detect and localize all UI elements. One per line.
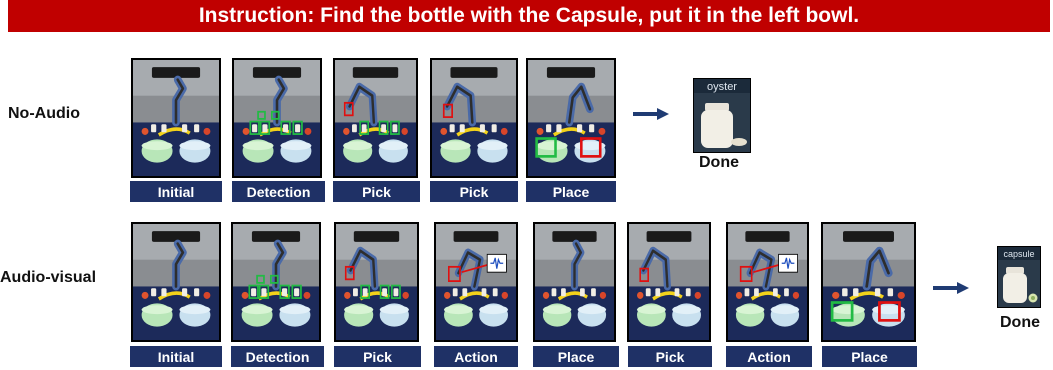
robot-scene-photo xyxy=(535,224,614,340)
robot-scene-photo xyxy=(133,224,219,340)
frame-no-audio-place xyxy=(526,58,616,178)
frame-av-place-2 xyxy=(821,222,916,342)
frame-av-detection xyxy=(231,222,321,342)
step-tag: Action xyxy=(726,346,812,367)
step-tag: Initial xyxy=(130,181,222,202)
right-arrow-icon xyxy=(933,281,969,295)
frame-av-place-1 xyxy=(533,222,616,342)
step-tag: Pick xyxy=(430,181,518,202)
step-tag: Place xyxy=(526,181,616,202)
frame-av-action-1 xyxy=(434,222,518,342)
step-tag: Action xyxy=(434,346,518,367)
frame-no-audio-pick-2 xyxy=(430,58,518,178)
robot-scene-photo xyxy=(629,224,709,340)
result-image-capsule: capsule xyxy=(997,246,1041,308)
frame-no-audio-pick-1 xyxy=(333,58,418,178)
step-tag: Detection xyxy=(231,346,324,367)
right-arrow-icon xyxy=(633,107,669,121)
row-label-no-audio: No-Audio xyxy=(8,105,80,123)
frame-no-audio-detection xyxy=(232,58,322,178)
done-label: Done xyxy=(1000,314,1040,332)
row-label-audio-visual: Audio-visual xyxy=(0,269,96,287)
robot-scene-photo xyxy=(233,224,319,340)
robot-scene-photo xyxy=(432,60,516,176)
step-tag: Pick xyxy=(333,181,420,202)
robot-scene-photo xyxy=(823,224,914,340)
instruction-text: Instruction: Find the bottle with the Ca… xyxy=(199,4,859,28)
frame-no-audio-initial xyxy=(131,58,221,178)
robot-scene-photo xyxy=(336,224,417,340)
step-tag: Initial xyxy=(130,346,222,367)
step-tag: Place xyxy=(533,346,619,367)
step-tag: Pick xyxy=(628,346,712,367)
result-image-oyster: oyster xyxy=(693,78,751,153)
instruction-banner: Instruction: Find the bottle with the Ca… xyxy=(8,0,1050,32)
frame-av-pick-2 xyxy=(627,222,711,342)
done-label: Done xyxy=(699,154,739,172)
robot-scene-photo xyxy=(133,60,219,176)
robot-scene-photo xyxy=(528,60,614,176)
robot-scene-photo xyxy=(436,224,516,340)
frame-av-action-2 xyxy=(726,222,809,342)
step-tag: Detection xyxy=(232,181,325,202)
robot-scene-photo xyxy=(335,60,416,176)
robot-scene-photo xyxy=(234,60,320,176)
robot-scene-photo xyxy=(728,224,807,340)
step-tag: Place xyxy=(822,346,917,367)
frame-av-initial xyxy=(131,222,221,342)
step-tag: Pick xyxy=(334,346,421,367)
frame-av-pick xyxy=(334,222,419,342)
